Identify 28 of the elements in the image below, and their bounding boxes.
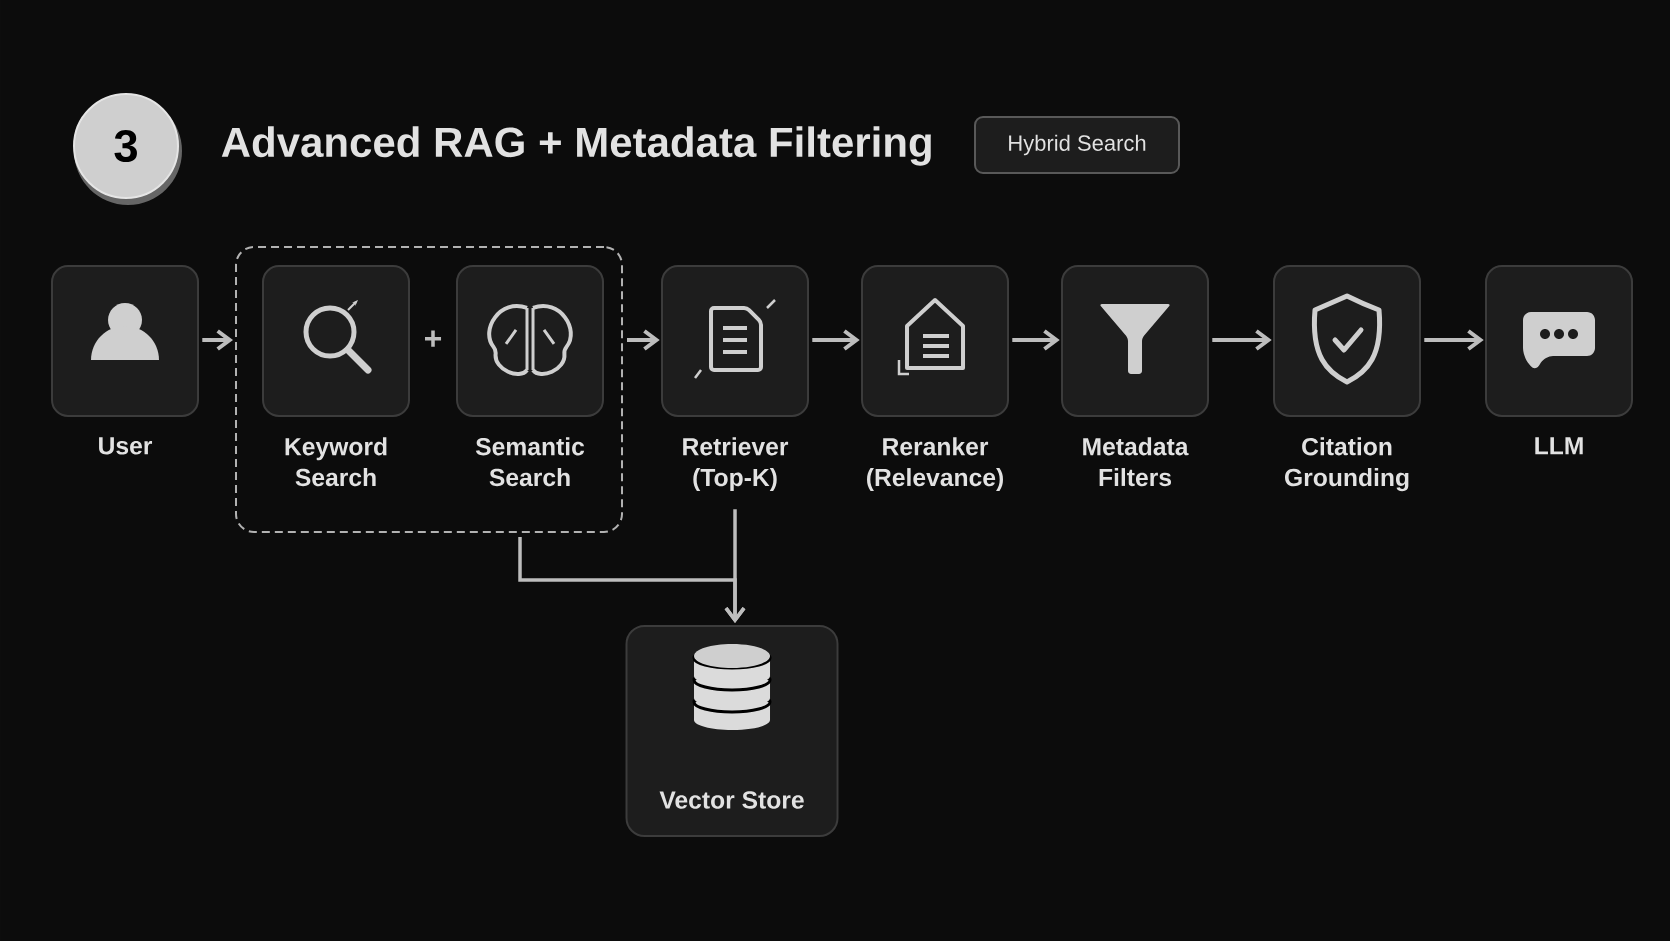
node-label: Metadata Filters bbox=[1083, 437, 1189, 487]
process-card: Reranker (Relevance) bbox=[861, 265, 1009, 492]
node-label: User bbox=[99, 437, 153, 455]
arrow bbox=[812, 329, 860, 351]
process-card: Citation Grounding bbox=[1273, 265, 1421, 492]
process-card: Metadata Filters bbox=[1061, 265, 1209, 487]
process-card: Semantic Search bbox=[456, 265, 604, 487]
node-label: LLM bbox=[1535, 437, 1583, 455]
title: Advanced RAG + Metadata Filtering bbox=[221, 126, 931, 166]
node-label: Keyword Search bbox=[285, 437, 387, 487]
arrow bbox=[202, 329, 233, 351]
arrow bbox=[1424, 329, 1484, 351]
storage-card: Vector Store bbox=[625, 625, 839, 837]
process-card: Retriever (Top-K) bbox=[661, 265, 809, 492]
node-label: Citation Grounding bbox=[1284, 437, 1409, 492]
arrow bbox=[1012, 329, 1060, 351]
dashed-group-box bbox=[235, 246, 623, 533]
process-card: Keyword Search bbox=[262, 265, 410, 487]
node-label: Reranker (Relevance) bbox=[867, 437, 1003, 492]
arrow bbox=[724, 509, 746, 623]
process-card: User bbox=[51, 265, 199, 455]
plus-sign: + bbox=[425, 330, 442, 347]
node-label: Retriever (Top-K) bbox=[683, 437, 789, 492]
arrow bbox=[627, 329, 660, 351]
node-label: Semantic Search bbox=[475, 437, 585, 487]
process-card: LLM bbox=[1485, 265, 1633, 455]
tag-badge: Hybrid Search bbox=[974, 116, 1180, 174]
arrow bbox=[1212, 329, 1272, 351]
